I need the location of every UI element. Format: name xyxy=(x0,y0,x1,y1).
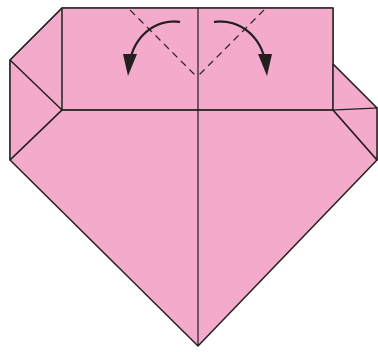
origami-heart-fold-diagram xyxy=(0,0,378,352)
origami-diagram xyxy=(0,0,378,352)
